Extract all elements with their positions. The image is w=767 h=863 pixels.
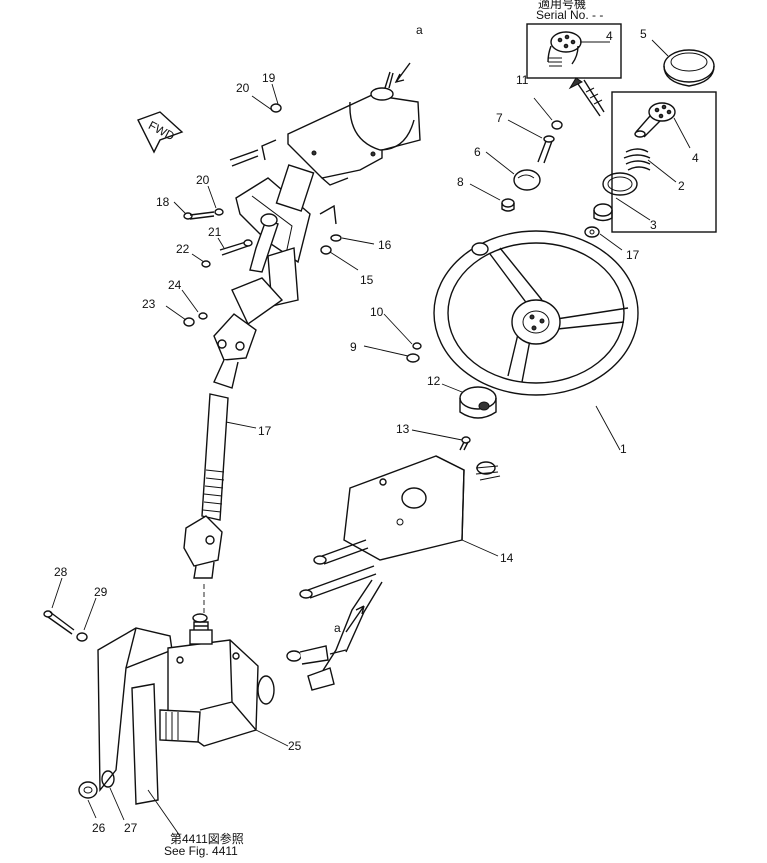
callout-18: 18 xyxy=(156,195,170,209)
callout-6: 6 xyxy=(474,145,481,159)
callout-17-shaft: 17 xyxy=(258,424,272,438)
serial-frame xyxy=(526,23,622,79)
ref-note-en: See Fig. 4411 xyxy=(164,844,238,858)
callout-25: 25 xyxy=(288,739,302,753)
callout-12: 12 xyxy=(427,374,441,388)
serial-box: 適用号機 Serial No. - - xyxy=(526,0,622,79)
washer-part-17 xyxy=(584,226,600,238)
callout-20-top: 20 xyxy=(236,81,250,95)
callout-23: 23 xyxy=(142,297,156,311)
washer-part-20 xyxy=(214,208,224,216)
screw-part-13 xyxy=(459,436,471,451)
callout-a-bottom: a xyxy=(334,621,341,635)
serial-header-en: Serial No. - - xyxy=(536,8,603,22)
nut-part-26 xyxy=(78,781,98,799)
callout-13: 13 xyxy=(396,422,410,436)
spring-part-2 xyxy=(623,148,651,171)
ref-note-jp: 第4411図参照 xyxy=(170,831,244,846)
nut-part-23 xyxy=(183,317,195,327)
callout-7: 7 xyxy=(496,111,503,125)
tilt-lever xyxy=(249,213,279,273)
callout-19: 19 xyxy=(262,71,276,85)
ring-part-3-large xyxy=(602,172,638,196)
callout-22: 22 xyxy=(176,242,190,256)
callout-numbers: 4 5 4 2 3 17 1 11 7 6 8 10 9 12 13 14 15… xyxy=(54,23,699,835)
callout-1: 1 xyxy=(620,442,627,456)
ref-note-leader xyxy=(147,789,181,837)
callout-5: 5 xyxy=(640,27,647,41)
horn-assembly-frame xyxy=(611,91,717,233)
callout-28: 28 xyxy=(54,565,68,579)
leader-lines xyxy=(51,39,691,821)
universal-joint-upper xyxy=(213,313,257,389)
callout-a-top: a xyxy=(416,23,423,37)
mounting-bracket xyxy=(97,627,173,805)
callout-9: 9 xyxy=(350,340,357,354)
washer-part-10 xyxy=(412,342,422,350)
serial-header-jp: 適用号機 xyxy=(538,0,586,11)
callout-11: 11 xyxy=(516,73,529,87)
callout-4: 4 xyxy=(692,151,699,165)
nut-part-11 xyxy=(551,120,563,130)
arrow-indicator xyxy=(568,77,605,117)
upper-shaft-tube xyxy=(231,247,299,326)
horn-button-part-4 xyxy=(634,102,676,138)
bolt-part-7 xyxy=(537,135,555,164)
callout-8: 8 xyxy=(457,175,464,189)
washer-part-27 xyxy=(101,770,115,788)
fwd-arrow: FWD xyxy=(137,111,184,154)
washer-part-24 xyxy=(198,312,208,320)
bolt-part-28 xyxy=(43,610,75,635)
callout-17-right: 17 xyxy=(626,248,640,262)
nut-part-9 xyxy=(406,353,420,363)
washer-part-29 xyxy=(76,632,88,642)
bushing-part-8 xyxy=(501,198,515,212)
steering-gearbox-part-25 xyxy=(159,613,275,747)
control-levers xyxy=(299,539,383,673)
horn-button-part-top xyxy=(547,31,582,67)
callout-24: 24 xyxy=(168,278,182,292)
arrow-a-top xyxy=(394,62,411,84)
arrow-a-bottom xyxy=(345,605,365,633)
washer-part-16 xyxy=(330,234,342,242)
switch-connector xyxy=(286,645,347,691)
upper-column-housing xyxy=(261,71,421,186)
callout-15: 15 xyxy=(360,273,374,287)
callout-14: 14 xyxy=(500,551,514,565)
callout-10: 10 xyxy=(370,305,384,319)
bolt-part-21 xyxy=(219,239,253,256)
collar-part-3 xyxy=(593,203,613,222)
bolt-part-18 xyxy=(183,211,215,220)
callout-20: 20 xyxy=(196,173,210,187)
universal-joint-lower xyxy=(183,515,223,579)
callout-16: 16 xyxy=(378,238,392,252)
horn-cap-part-5 xyxy=(663,49,715,87)
callout-21: 21 xyxy=(208,225,222,239)
steering-wheel-part-1 xyxy=(433,230,639,396)
washer-part-22 xyxy=(201,260,211,268)
callout-2: 2 xyxy=(678,179,685,193)
callout-4-top: 4 xyxy=(606,29,613,43)
control-housing-part-14 xyxy=(343,455,501,561)
callout-29: 29 xyxy=(94,585,108,599)
nut-part-19 xyxy=(270,103,282,113)
cap-part-6 xyxy=(513,169,541,191)
nut-part-15 xyxy=(320,245,332,255)
callout-27: 27 xyxy=(124,821,138,835)
intermediate-shaft-part-17 xyxy=(201,393,229,521)
callout-26: 26 xyxy=(92,821,106,835)
cover-part-12 xyxy=(459,386,497,419)
callout-3: 3 xyxy=(650,218,657,232)
